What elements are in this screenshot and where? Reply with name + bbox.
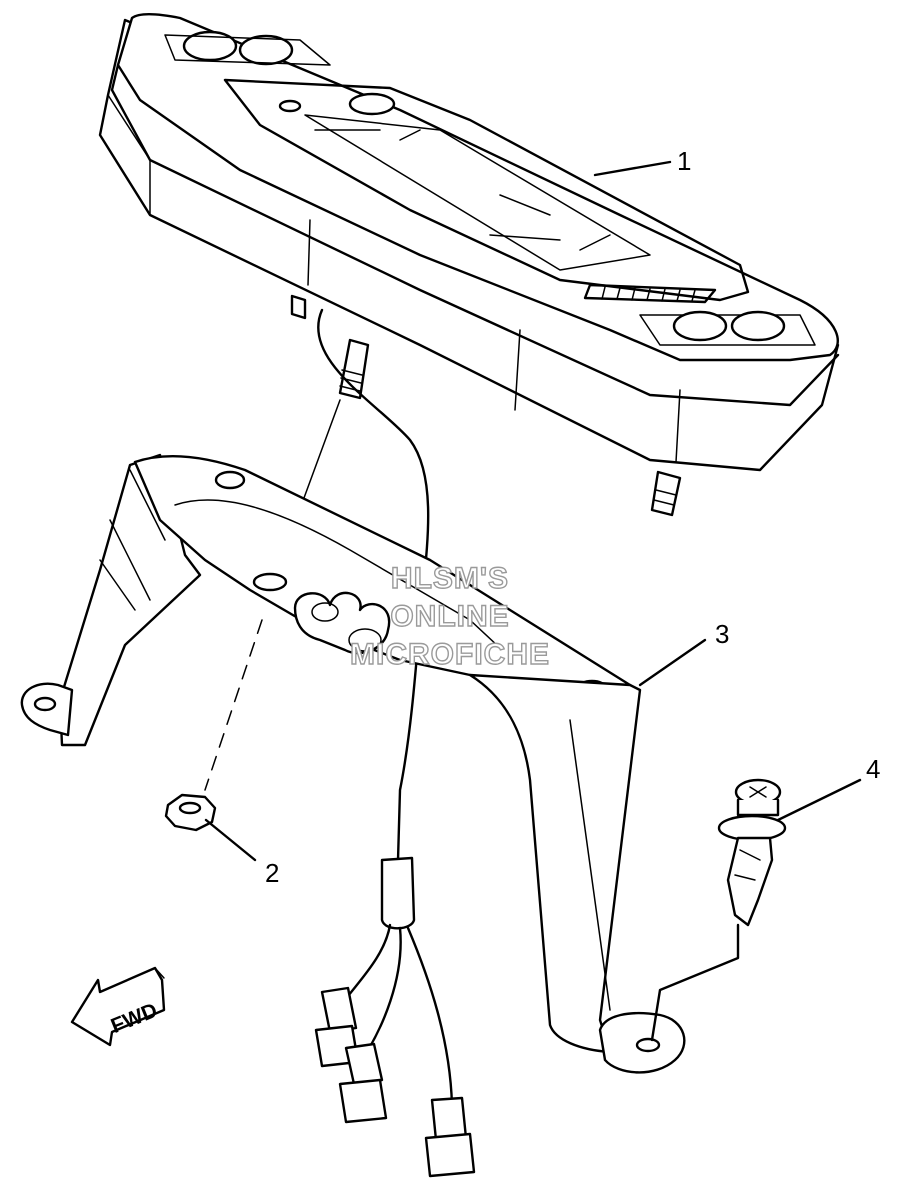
meter-bracket	[20, 453, 686, 1074]
callout-label-2: 2	[265, 858, 279, 888]
wire-harness	[314, 856, 476, 1178]
callout-leader-1	[593, 160, 672, 177]
watermark-line-1: HLSM'S	[391, 562, 509, 595]
callout-leader-4	[776, 778, 862, 822]
wire-harness-line	[317, 308, 430, 862]
arrow-left-icon	[70, 966, 166, 1047]
callout-label-1: 1	[677, 146, 691, 176]
fwd-arrow: FWD	[70, 966, 166, 1047]
callout-label-4: 4	[866, 754, 880, 784]
callout-leader-3	[638, 638, 707, 687]
watermark-line-2: ONLINE	[390, 600, 509, 633]
clip-part	[650, 778, 787, 1042]
nut-part	[164, 619, 263, 832]
watermark-line-3: MICROFICHE	[350, 638, 550, 671]
watermark: HLSM'S ONLINE MICROFICHE	[349, 561, 550, 671]
callout-leader-2	[204, 818, 257, 862]
callout-label-3: 3	[715, 619, 729, 649]
meter-assembly	[98, 13, 840, 517]
